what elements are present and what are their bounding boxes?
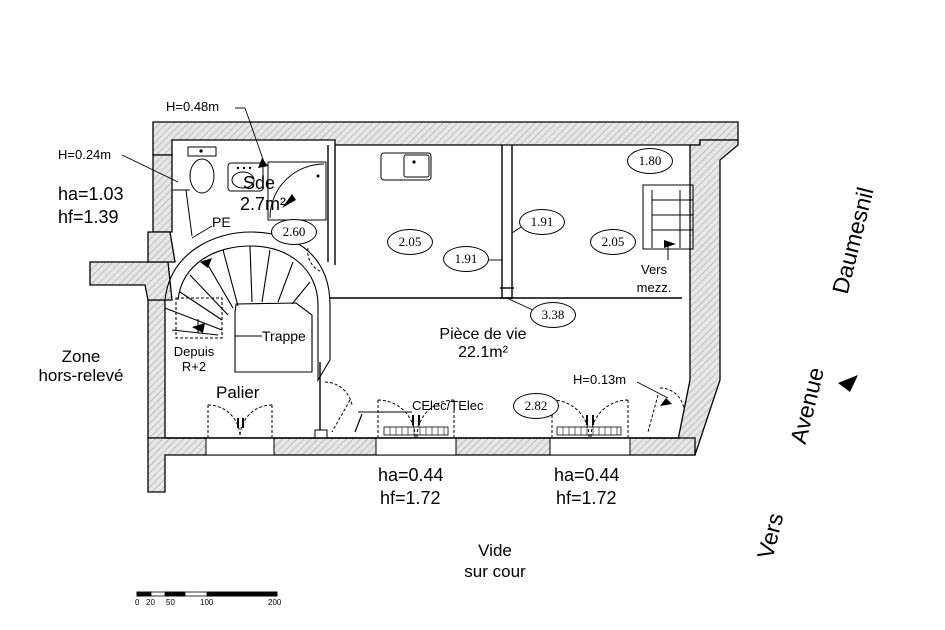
window-palier: [205, 437, 275, 456]
label-zone-line1: Zone: [61, 347, 101, 366]
label-vers-mezz: Vers mezz.: [628, 261, 680, 297]
spiral-staircase: [164, 231, 331, 382]
label-zone-line2: hors-relevé: [38, 366, 124, 386]
height-tag-282: 2.82: [513, 393, 559, 419]
scale-label-50: 50: [166, 598, 175, 607]
label-trappe: Trappe: [262, 328, 306, 344]
height-tag-338: 3.38: [530, 302, 576, 328]
direction-arrow: [838, 375, 858, 392]
toilet-tank: [187, 146, 217, 157]
height-tag-191a: 1.91: [443, 246, 489, 272]
toilet-bowl: [189, 158, 215, 194]
stair-outer: [164, 231, 331, 382]
wall-left-lower: [147, 299, 166, 439]
scale-bar: [136, 591, 278, 597]
label-h048: H=0.48m: [166, 99, 220, 114]
partitions: [165, 145, 682, 439]
label-piece-area: 22.1m²: [458, 343, 508, 361]
label-palier: Palier: [216, 383, 260, 402]
label-piece: Pièce de vie 22.1m²: [418, 326, 548, 362]
label-depuis: Depuis R+2: [168, 344, 220, 374]
label-piece-name: Pièce de vie: [439, 326, 527, 343]
wall-stair-core: [147, 231, 176, 263]
height-tag-205b: 2.05: [590, 229, 636, 255]
label-ha-left: ha=1.03: [58, 184, 124, 204]
door-swings: [307, 247, 685, 433]
label-ha-mid: ha=0.44: [378, 465, 444, 485]
scale-label-200: 200: [268, 598, 282, 607]
window-living-right: [549, 437, 631, 456]
height-tag-191b: 1.91: [519, 209, 565, 235]
door-gap-bottom: [314, 429, 328, 439]
label-vide-line1: Vide: [478, 541, 512, 560]
mezzanine-ladder: [642, 184, 694, 250]
kitchen-sink: [380, 152, 432, 181]
label-vers-mezz-line2: mezz.: [636, 280, 672, 296]
radiator-left: [383, 426, 449, 436]
label-sde-area: 2.7m²: [240, 194, 287, 214]
scale-label-20: 20: [146, 598, 155, 607]
label-celec: CElec/TElec: [412, 398, 484, 413]
wall-stub-left: [89, 261, 173, 301]
label-vide: Vide sur cour: [440, 540, 550, 583]
label-hf-left: hf=1.39: [58, 207, 119, 227]
label-h024: H=0.24m: [58, 147, 112, 162]
window-living-left: [375, 437, 457, 456]
label-hf-right: hf=1.72: [556, 488, 617, 508]
height-tag-180: 1.80: [627, 148, 673, 174]
label-vers-mezz-line1: Vers: [640, 262, 667, 277]
label-depuis-line1: Depuis: [173, 344, 215, 359]
label-depuis-line2: R+2: [181, 358, 207, 374]
radiators: [383, 426, 622, 436]
height-tag-205a: 2.05: [387, 229, 433, 255]
label-hf-mid: hf=1.72: [380, 488, 441, 508]
label-pe: PE: [212, 214, 231, 230]
label-ha-right: ha=0.44: [554, 465, 620, 485]
sink-top: [227, 162, 264, 192]
stair-core: [234, 302, 313, 373]
sink-basin: [231, 171, 255, 189]
label-zone: Zone hors-relevé: [22, 347, 140, 385]
scale-label-0: 0: [135, 598, 140, 607]
label-vide-line2: sur cour: [464, 562, 526, 582]
height-tag-260: 2.60: [271, 219, 317, 245]
scale-label-100: 100: [200, 598, 214, 607]
label-h013: H=0.13m: [573, 372, 627, 387]
label-sde-name: Sde: [243, 173, 276, 193]
wall-left-upper: [152, 154, 173, 233]
wall-right: [674, 139, 739, 456]
stair-trap: [175, 297, 223, 339]
window-swings: [207, 399, 629, 438]
